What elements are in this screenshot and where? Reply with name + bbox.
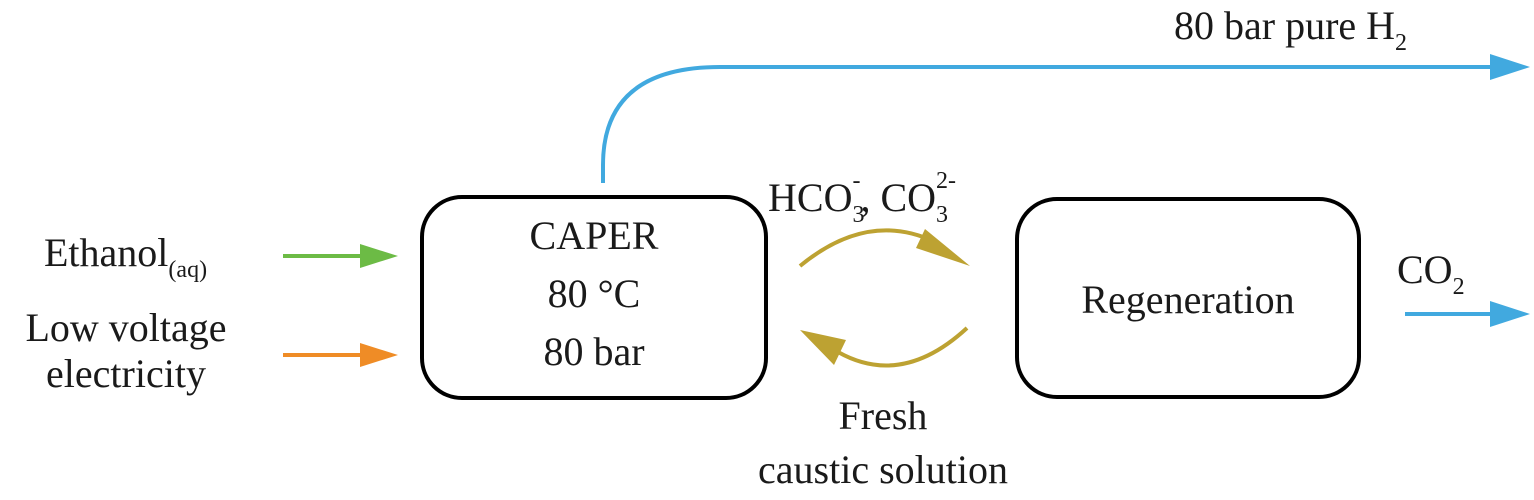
carbonate-text: CO: [880, 175, 937, 220]
electricity-feed-arrowhead: [360, 343, 398, 367]
reactor-text: CAPER 80 °C 80 bar: [424, 207, 764, 381]
carbonate-stream-arrowhead: [916, 229, 970, 266]
caustic-line1: Fresh: [838, 393, 928, 438]
ethanol-text: Ethanol: [44, 230, 169, 275]
hydrogen-output-arrow: [601, 65, 1495, 183]
reactor-pressure: 80 bar: [543, 329, 645, 374]
electricity-label: Low voltage electricity: [0, 305, 252, 397]
ethanol-label: Ethanol(aq): [44, 230, 207, 282]
regeneration-box: Regeneration: [1015, 197, 1361, 399]
reactor-temperature: 80 °C: [547, 271, 641, 316]
caustic-return-label: Fresh caustic solution: [700, 389, 1066, 497]
electricity-line2: electricity: [46, 351, 206, 396]
caustic-return-arrow: [837, 326, 969, 368]
bicarbonate-superscript: -: [852, 168, 861, 195]
carbonate-stream-arrow: [798, 228, 936, 268]
hydrogen-text: 80 bar pure H: [1174, 3, 1396, 48]
carbonate-stream-label: HCO3-, CO32-: [768, 169, 956, 227]
hydrogen-output-label: 80 bar pure H2: [1174, 3, 1407, 55]
carbonate-subscript: 3: [936, 201, 949, 228]
carbonate-superscript: 2-: [936, 168, 957, 195]
bicarbonate-text: HCO: [768, 175, 853, 220]
separator-text: ,: [860, 175, 881, 220]
ethanol-feed-arrowhead: [360, 244, 398, 268]
electricity-line1: Low voltage: [25, 305, 227, 350]
regeneration-label: Regeneration: [1081, 277, 1295, 322]
hydrogen-output-arrowhead: [1490, 54, 1530, 80]
co2-output-label: CO2: [1397, 247, 1465, 299]
caustic-return-arrowhead: [800, 330, 846, 365]
reactor-name: CAPER: [529, 213, 659, 258]
co2-output-arrowhead: [1490, 301, 1530, 327]
co2-text: CO: [1397, 247, 1453, 292]
hydrogen-subscript: 2: [1395, 29, 1408, 56]
caper-reactor-box: CAPER 80 °C 80 bar: [420, 195, 768, 400]
caustic-line2: caustic solution: [758, 447, 1008, 492]
ethanol-subscript: (aq): [168, 256, 208, 283]
bicarbonate-subscript: 3: [852, 201, 865, 228]
co2-subscript: 2: [1452, 273, 1465, 300]
